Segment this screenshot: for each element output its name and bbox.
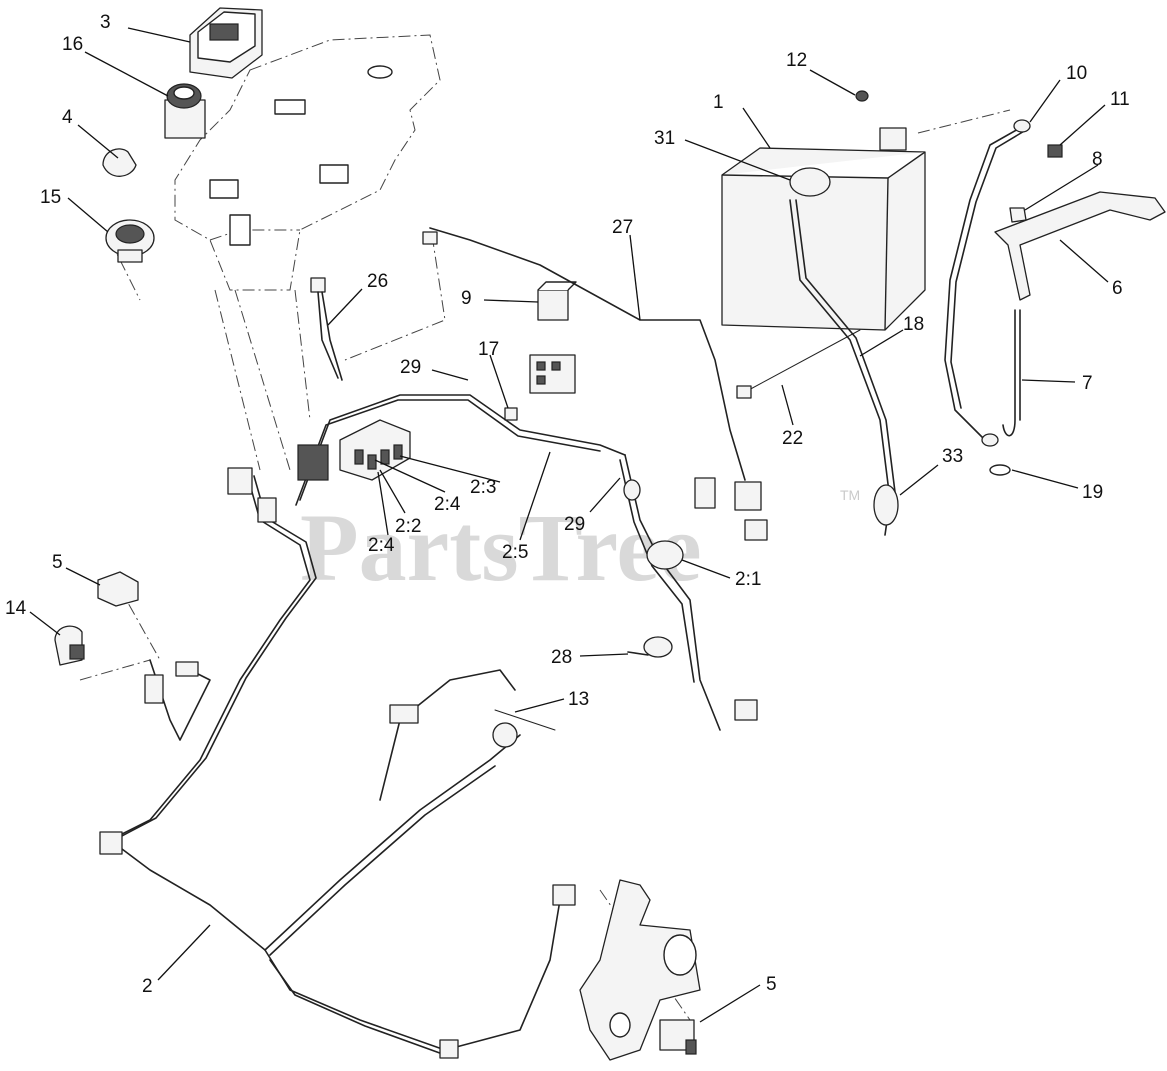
callout-2-2: 2:2 — [395, 516, 421, 537]
harness-26 — [310, 277, 343, 381]
tie-18 — [744, 329, 861, 393]
watermark-trademark: TM — [840, 487, 860, 503]
callout-13: 13 — [568, 689, 589, 710]
leader-lines — [29, 27, 1109, 1023]
callout-8: 8 — [1092, 149, 1103, 170]
callout-29-lower: 29 — [564, 514, 585, 535]
callout-15: 15 — [40, 187, 61, 208]
relay-5-upper — [97, 571, 139, 607]
clip-17 — [504, 407, 518, 421]
bolt-28 — [627, 651, 649, 656]
callout-2-1: 2:1 — [735, 569, 761, 590]
callout-12: 12 — [786, 50, 807, 71]
callout-10: 10 — [1066, 63, 1087, 84]
callout-2-4-upper: 2:4 — [434, 494, 461, 515]
callout-28: 28 — [551, 647, 572, 668]
ignition-switch — [105, 219, 155, 263]
callout-9: 9 — [461, 288, 472, 309]
hold-down-bracket — [994, 191, 1166, 301]
watermark: PartsTree — [300, 494, 702, 601]
callout-11: 11 — [1110, 89, 1130, 110]
callout-7: 7 — [1082, 373, 1093, 394]
callout-2: 2 — [142, 976, 153, 997]
callout-33: 33 — [942, 446, 963, 467]
boot-33 — [873, 484, 899, 526]
callout-3: 3 — [100, 12, 111, 33]
pedal-bracket — [579, 879, 701, 1061]
ignition-key — [102, 148, 137, 177]
callout-29-upper: 29 — [400, 357, 421, 378]
callout-22: 22 — [782, 428, 803, 449]
callout-4: 4 — [62, 107, 73, 128]
negative-cable — [944, 127, 1021, 441]
cable-tie-13 — [494, 709, 556, 731]
callout-18: 18 — [903, 314, 924, 335]
switch-16 — [164, 83, 206, 139]
callout-31: 31 — [654, 128, 675, 149]
connectors — [99, 444, 768, 1059]
washer-19 — [989, 464, 1011, 476]
j-bolt-7 — [1002, 309, 1016, 437]
callout-14: 14 — [5, 598, 27, 619]
battery — [721, 127, 926, 331]
harness-27 — [429, 227, 746, 481]
dash-panel — [174, 34, 441, 471]
callout-5-lower: 5 — [766, 974, 777, 995]
bolt-11 — [1047, 144, 1063, 158]
callout-6: 6 — [1112, 278, 1123, 299]
relay-socket — [529, 354, 576, 394]
callout-2-4-lower: 2:4 — [368, 535, 395, 556]
callout-2-3: 2:3 — [470, 477, 496, 498]
callout-19: 19 — [1082, 482, 1103, 503]
callout-1: 1 — [713, 92, 724, 113]
callout-16: 16 — [62, 34, 83, 55]
switch-5-lower — [659, 1019, 697, 1055]
relay-9 — [537, 281, 577, 321]
switch-14 — [54, 625, 85, 666]
callout-5-upper: 5 — [52, 552, 63, 573]
callout-labels: 1 2 2:1 2:2 2:3 2:4 2:4 2:5 3 4 5 5 6 7 … — [5, 12, 1130, 997]
callout-2-5: 2:5 — [502, 542, 528, 563]
nut-12 — [855, 90, 869, 102]
callout-17: 17 — [478, 339, 499, 360]
callout-26: 26 — [367, 271, 388, 292]
callout-27: 27 — [612, 217, 633, 238]
wing-nut-8 — [1009, 207, 1027, 223]
main-harness — [109, 394, 721, 1057]
display-module — [189, 7, 263, 79]
